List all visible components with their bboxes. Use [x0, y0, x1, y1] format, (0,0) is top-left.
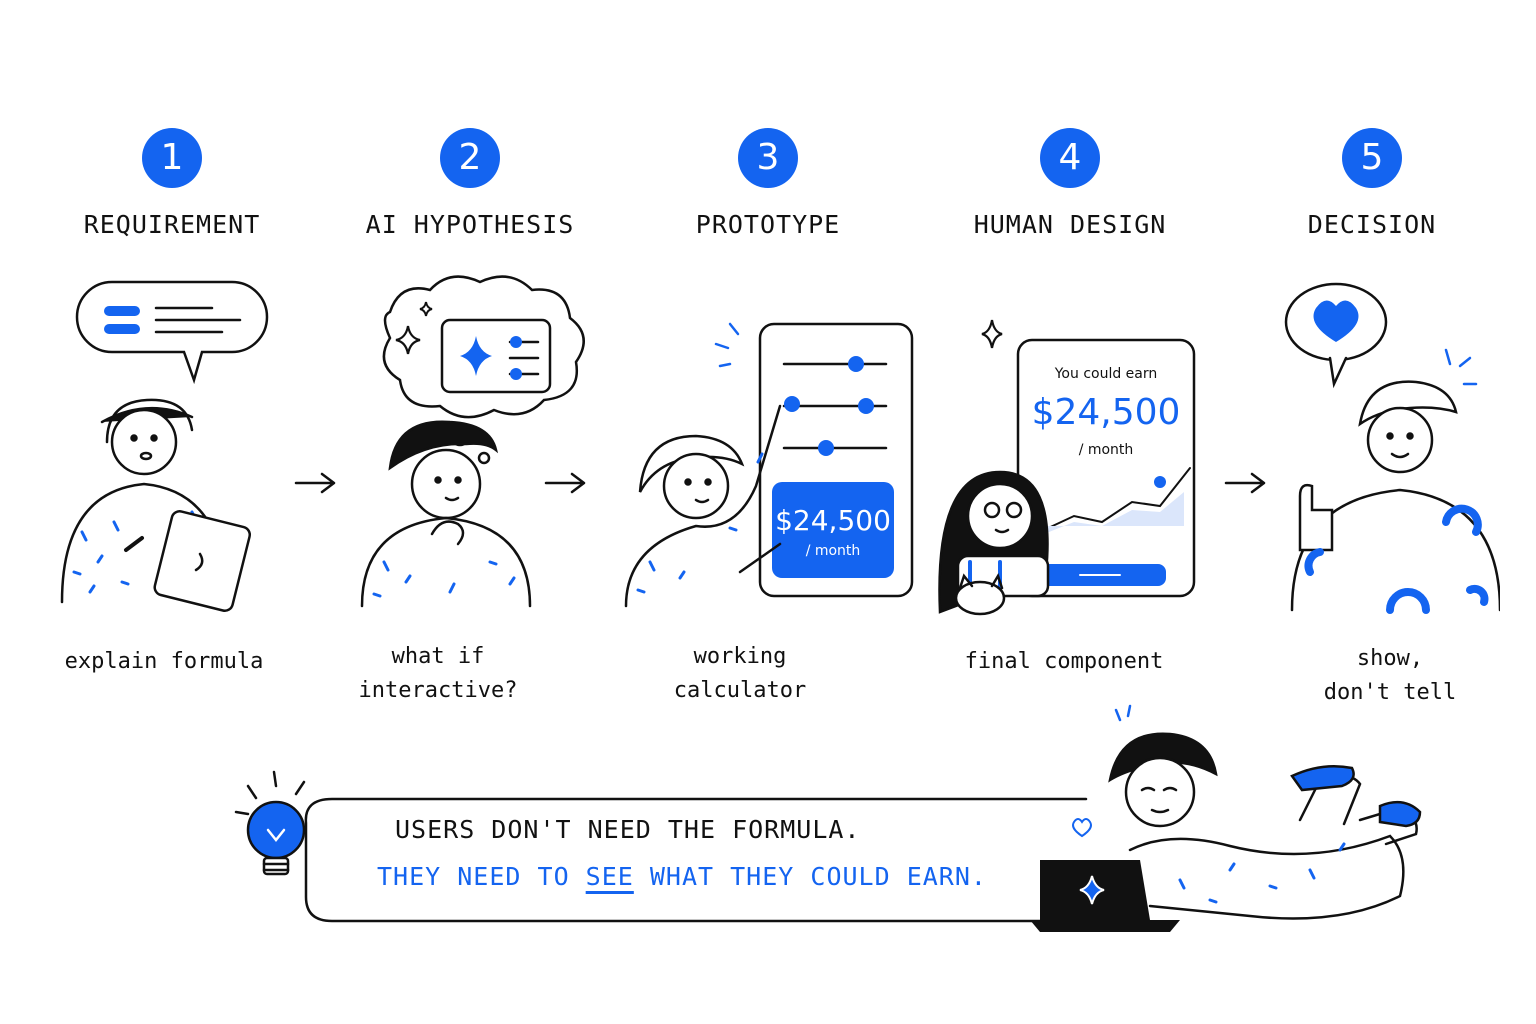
designer-with-cat	[938, 470, 1050, 616]
step-number-badge: 5	[1342, 128, 1402, 188]
arrow-right-icon	[294, 472, 336, 494]
step-title: AI HYPOTHESIS	[365, 210, 575, 239]
person-using-calculator	[624, 396, 800, 608]
insight-emphasis: SEE	[585, 862, 634, 891]
final-component-card	[1016, 338, 1196, 598]
insight-line-2-end: WHAT THEY COULD EARN.	[633, 862, 987, 891]
illustration-human-design: You could earn $24,500 / month	[938, 319, 1196, 616]
step-number-badge: 4	[1040, 128, 1100, 188]
insight-line-2: THEY NEED TO SEE WHAT THEY COULD EARN.	[377, 862, 987, 891]
arrow-right-icon	[544, 472, 586, 494]
caption-step-2: what if interactive?	[318, 640, 558, 708]
step-number-badge: 2	[440, 128, 500, 188]
prototype-period: / month	[806, 543, 861, 559]
caption-line: final component	[964, 649, 1164, 674]
caption-line: explain formula	[64, 649, 264, 674]
thinking-person	[360, 420, 532, 608]
step-1: 1 REQUIREMENT	[52, 128, 292, 239]
step-4: 4 HUMAN DESIGN	[950, 128, 1190, 239]
caption-line: don't tell	[1323, 680, 1457, 705]
caption-line: show,	[1356, 646, 1424, 671]
speech-bubble-icon	[75, 280, 269, 385]
illustration-prototype: $24,500 / month	[624, 322, 914, 608]
step-5: 5 DECISION	[1252, 128, 1492, 239]
arrow-right-icon	[1224, 472, 1266, 494]
caption-step-3: working calculator	[620, 640, 860, 708]
illustration-decision	[1284, 282, 1500, 614]
illustration-ai-hypothesis	[360, 275, 585, 608]
insight-banner-frame	[304, 797, 1090, 923]
step-number-badge: 3	[738, 128, 798, 188]
caption-line: working	[693, 644, 787, 669]
caption-step-1: explain formula	[44, 645, 284, 679]
step-3: 3 PROTOTYPE	[648, 128, 888, 239]
step-title: REQUIREMENT	[83, 210, 261, 239]
step-2: 2 AI HYPOTHESIS	[350, 128, 590, 239]
lightbulb-icon	[234, 770, 306, 876]
caption-step-5: show, don't tell	[1270, 642, 1510, 710]
laptop-icon	[1030, 860, 1180, 932]
caption-line: what if	[391, 644, 485, 669]
prototype-amount: $24,500	[775, 504, 891, 537]
final-card-heading: You could earn	[1054, 366, 1158, 382]
heart-icon	[1072, 818, 1092, 838]
person-with-tablet	[60, 398, 252, 612]
final-card-period: / month	[1079, 442, 1134, 458]
caption-line: interactive?	[358, 678, 518, 703]
step-number-badge: 1	[142, 128, 202, 188]
insight-line-2-start: THEY NEED TO	[377, 862, 586, 891]
heart-icon	[1313, 300, 1359, 342]
step-title: DECISION	[1307, 210, 1437, 239]
caption-step-4: final component	[944, 645, 1184, 679]
step-title: PROTOTYPE	[695, 210, 841, 239]
person-with-laptop	[1030, 704, 1422, 932]
insight-line-1: USERS DON'T NEED THE FORMULA.	[395, 815, 861, 844]
step-title: HUMAN DESIGN	[973, 210, 1167, 239]
final-card-amount: $24,500	[1032, 392, 1181, 433]
sparkle-icon	[981, 319, 1003, 349]
person-thumbs-up	[1290, 380, 1500, 614]
sparkle-icon	[395, 301, 433, 355]
caption-line: calculator	[673, 678, 807, 703]
illustration-requirement	[60, 280, 269, 612]
